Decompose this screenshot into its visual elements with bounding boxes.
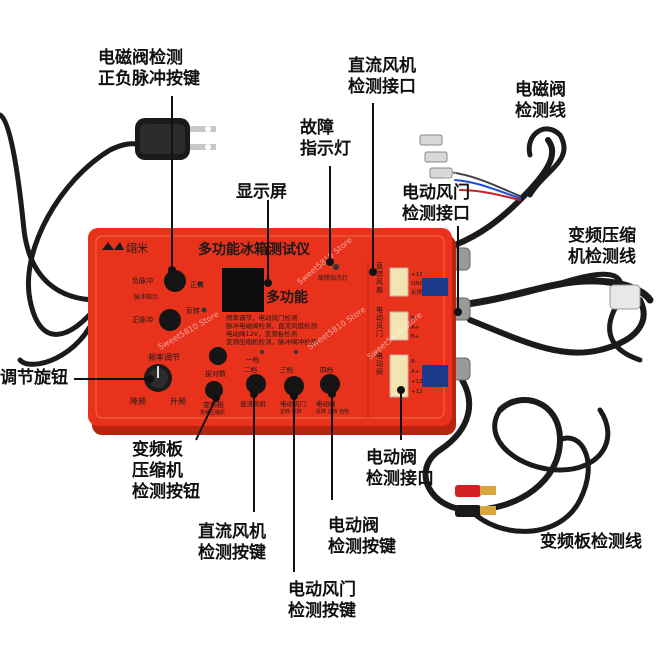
feature-line: 电动阀12V，变频板检测 [226,329,298,338]
dc-fan-port[interactable] [389,267,409,297]
callout-inverter-button: 变频板压缩机检测按钮 [132,440,200,502]
count-button[interactable] [209,347,227,365]
callout-fan-port: 直流风机检测接口 [348,56,416,97]
port-pin-label: 反馈 [411,288,423,296]
port-pin-label: B- [411,316,417,322]
valve-button[interactable] [320,374,340,394]
port-pin-label: +12 [411,272,423,278]
port-pin-label: +12 [411,389,423,395]
port-pin-label: GND [411,281,424,287]
negative-pulse-button[interactable] [164,270,186,292]
callout-fault-light: 故障指示灯 [300,118,351,159]
brand-name: 翊米 [126,241,148,255]
feature-line: 脉冲电磁阀检测，直流风扇检测 [226,321,318,330]
callout-inverter-wire: 变频板检测线 [540,532,642,552]
inverter-sublabel: 变频压缩机 [200,409,225,416]
callout-damper-button: 电动风门检测按键 [288,580,356,621]
feature-line: 变频压缩机检测，脉冲阀冲检测 [226,337,318,346]
callout-fan-button: 直流风机检测按键 [198,522,266,563]
gear-indicator-2 [294,350,298,354]
pulse-buttons: 负脉冲 正转 脉冲指示 正脉冲 反转 [132,270,207,331]
callout-display: 显示屏 [236,182,287,202]
compressor-connector [609,284,641,310]
feature-list: 频率调节，电动风门检测脉冲电磁阀检测，直流风扇检测电动阀12V，变频板检测变频压… [226,313,318,346]
leader-lines [74,96,462,572]
brand-logo [102,242,124,250]
compressor-sticker [422,278,448,296]
screen-text: 多功能 [266,289,308,306]
cable-grommets [451,247,471,381]
indicator-forward [197,281,203,287]
freq-label: 频率调节 [148,352,180,362]
callout-damper-port: 电动风门检测接口 [402,183,470,224]
port-pin-label: A+ [411,325,420,331]
gear-label: 一档 [246,355,259,364]
positive-pulse-button[interactable] [159,309,181,331]
watermark-text: Sweet5810 Store [475,216,530,271]
port-header: 电动风门 [376,305,383,338]
callout-valve-button: 电动阀检测按键 [328,516,396,557]
bottom-button-label: 电动阀 [316,399,336,408]
port-pin-label: A+ [411,369,420,375]
callout-solenoid-button: 电磁阀检测正负脉冲按键 [98,48,200,89]
knob-up-label: 升频 [170,396,186,406]
power-plug [135,118,216,160]
pulse-indicator-label: 脉冲指示 [134,293,158,301]
gear-label: 三档 [280,365,293,374]
inverter-sticker [422,365,448,387]
callout-solenoid-wire: 电磁阀检测线 [515,80,566,121]
port-pin-label: +12 [411,379,423,385]
fault-indicator-light [333,264,339,270]
port-header: 直流风扇 [376,261,383,294]
solenoid-cable [449,126,567,248]
damper-button[interactable] [284,376,304,396]
port-pin-label: B- [411,359,417,365]
fault-light-label: 故障指示灯 [318,274,348,282]
count-label: 拔对数 [205,369,226,378]
callout-compressor-wire: 变频压缩机检测线 [568,226,636,267]
forward-label: 正转 [190,280,204,289]
indicator-reverse [201,307,207,313]
dc-fan-button[interactable] [246,374,266,394]
display-screen [222,268,264,312]
bottom-button-sublabel: 正转 反转 [280,408,302,415]
valve-port[interactable] [389,354,409,398]
neg-pulse-label: 负脉冲 [132,276,153,285]
inverter-button[interactable] [205,381,223,399]
inverter-connectors [455,485,496,517]
gear-label: 二档 [244,365,257,374]
gear-labels: 二档 三档 四档 一档 [244,355,333,374]
callout-valve-port: 电动阀检测接口 [366,448,434,489]
knob-down-label: 降频 [130,396,146,406]
spade-connectors [419,134,453,179]
feature-line: 频率调节，电动风门检测 [226,313,298,322]
reverse-label: 反转 [186,306,200,315]
callout-knob: 调节旋钮 [0,368,68,388]
device-title: 多功能冰箱测试仪 [198,241,311,258]
port-pin-label: B+ [411,334,420,340]
frequency-knob[interactable] [144,364,172,392]
port-header: 电动阀 [376,351,383,376]
gear-indicator-1 [260,350,264,354]
damper-port[interactable] [389,311,409,341]
pos-pulse-label: 正脉冲 [132,315,153,324]
gear-label: 四档 [320,365,333,374]
